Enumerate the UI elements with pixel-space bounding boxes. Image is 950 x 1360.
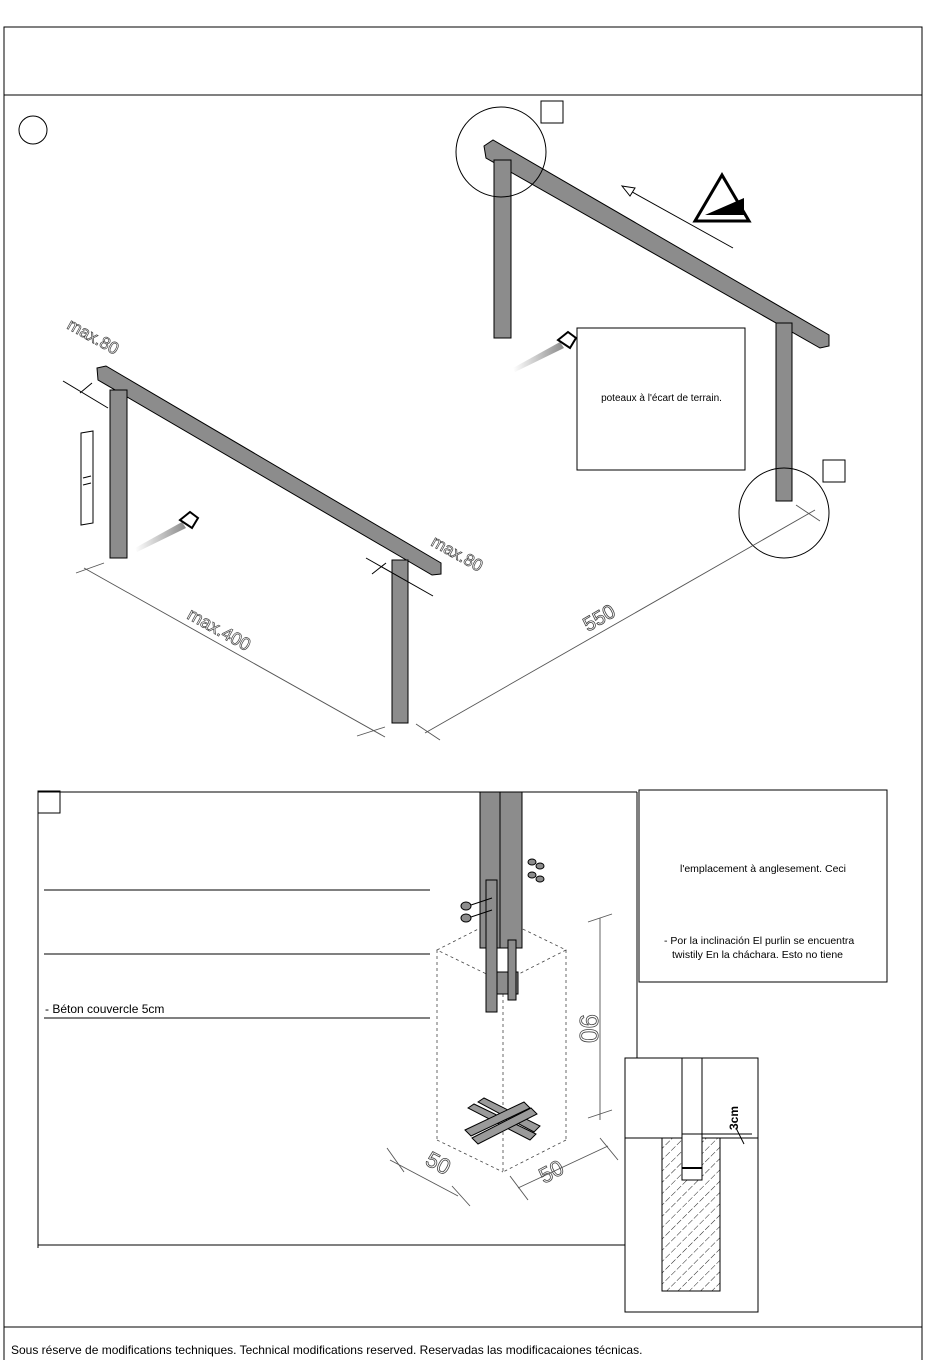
note-purlin-line-1: - Por la inclinación El purlin se encuen… [664,935,855,947]
sheet-frame [3,26,923,1360]
note-purlin-line-2: twistily En la cháchara. Esto no tiene [672,949,844,961]
saw-icon-right [513,330,578,372]
right-beam [483,139,830,349]
brace-piece [80,430,94,526]
dim-90: 90 [574,1014,604,1043]
dim-max80-top: max.80 [64,315,122,359]
note-emplacement: l'emplacement à anglesement. Ceci [679,863,846,875]
note-purlin: - Por la inclinación El purlin se encuen… [664,934,884,962]
warning-triangle-icon [692,172,752,223]
slope-arrow [620,185,734,249]
dim-3cm: 3cm [727,1106,741,1130]
note-box-emplacement [638,789,888,983]
detail-circle-bottom [738,467,830,559]
step-number-circle [18,115,48,145]
dim-50-left: 50 [422,1146,455,1180]
detail-ref-box-left-panel [37,790,61,814]
footer-disclaimer: Sous réserve de modifications techniques… [11,1343,643,1357]
right-post-1 [493,159,512,339]
left-frame [96,365,442,724]
dim-550: 550 [580,601,620,637]
note-beton: - Béton couvercle 5cm [45,1002,165,1016]
dimension-lines [75,504,821,741]
note-terrain: poteaux à l'écart de terrain. [601,393,722,404]
lower-left-panel [37,791,638,1248]
saw-icon-left [135,510,200,552]
write-lines [44,889,430,1019]
dim-50-right: 50 [535,1155,568,1189]
section-detail: 3cm [624,1057,759,1313]
post-anchor-detail: 90 50 50 [386,791,619,1207]
detail-ref-box-top [540,100,564,124]
detail-circle-top [455,106,547,198]
detail-ref-box-right [822,459,846,483]
left-beam [96,365,442,576]
note-box-terrain [576,327,746,471]
left-post-1 [109,389,128,559]
cut-marks-left [62,380,434,597]
dim-max400: max.400 [184,604,254,655]
right-frame [483,139,830,502]
left-post-2 [391,559,409,724]
right-post-2 [775,322,793,502]
